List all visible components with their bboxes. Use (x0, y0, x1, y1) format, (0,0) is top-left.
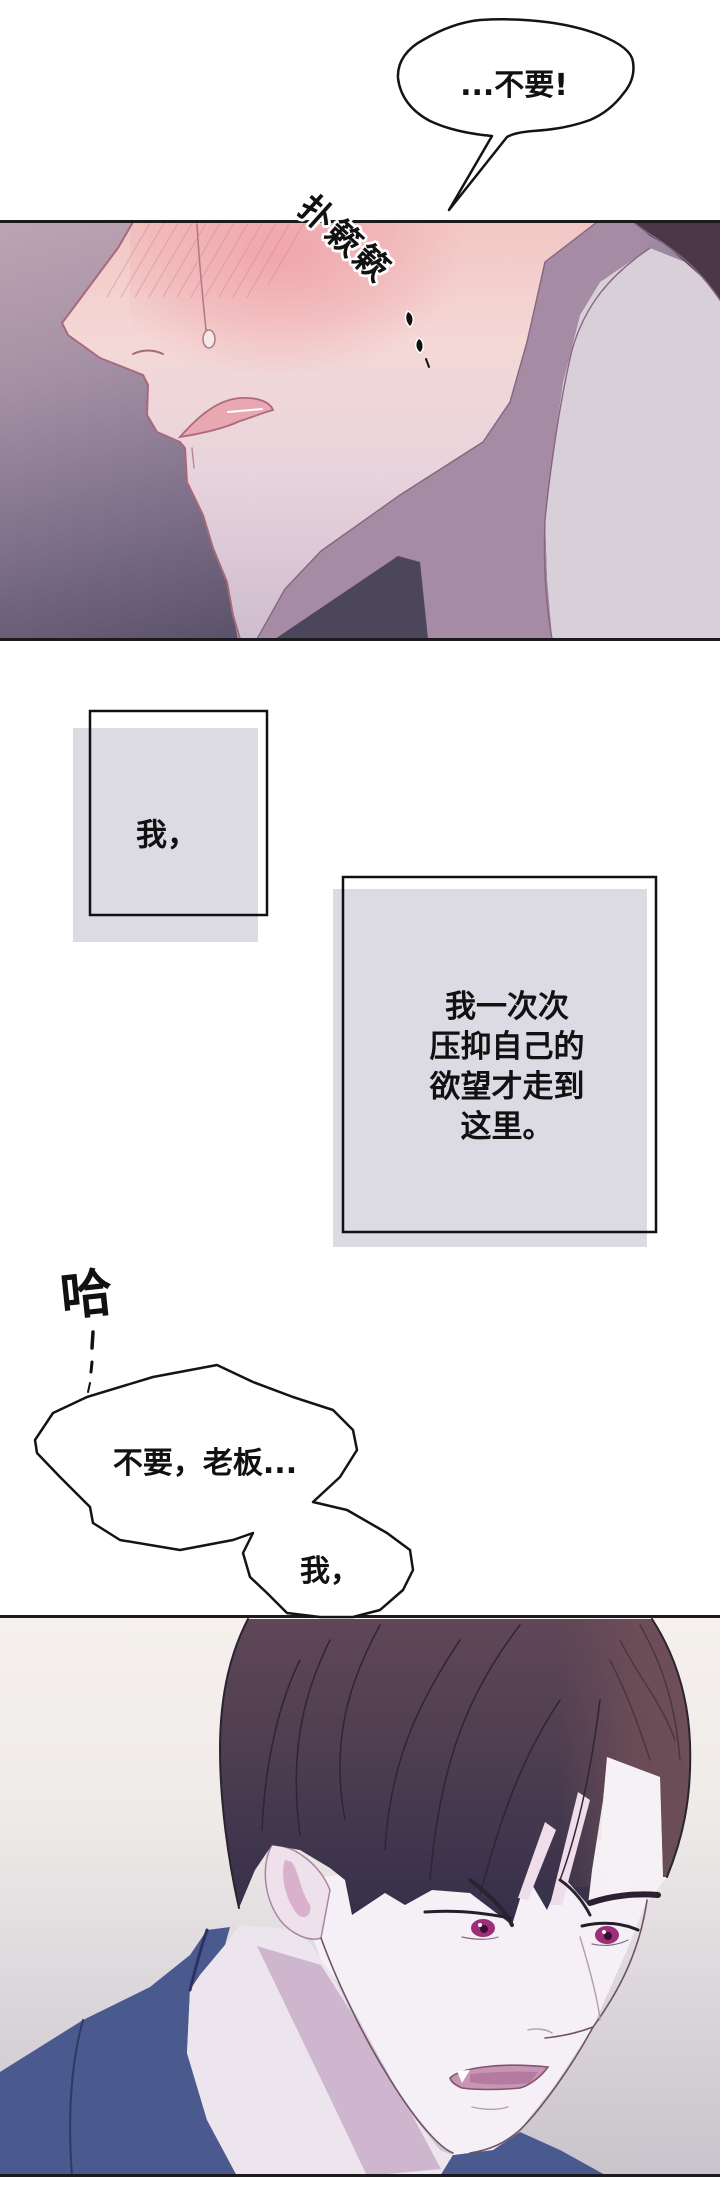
panel-2-bottom-border (0, 2174, 720, 2177)
caption-line: 我一次次 (445, 989, 569, 1025)
gasp-sound-effect: 哈 (57, 1262, 116, 1329)
left-eye-highlight (478, 1923, 482, 1927)
hair-strands (261, 1624, 681, 1896)
gasp-sfx-dashes (87, 1330, 95, 1393)
caption-large-text: 我一次次 压抑自己的 欲望才走到 这里。 (430, 987, 585, 1147)
hair-outline-right (651, 1618, 692, 1878)
face-profile-outline (61, 221, 241, 640)
chin-line (471, 2106, 509, 2110)
bang-tip-right (558, 1878, 592, 1917)
hair-outline-left (219, 1618, 249, 1909)
ear-inner (283, 1860, 311, 1917)
neck-shadow (257, 1946, 441, 2176)
forehead (600, 1757, 663, 1893)
caption-line: 压抑自己的 (429, 1029, 585, 1065)
bangs-gap-2 (518, 1822, 556, 1900)
tear-trail (196, 223, 207, 331)
left-eye-pupil (480, 1925, 488, 1933)
shirt-fold-line (69, 2019, 84, 2177)
teeth-highlight (227, 408, 263, 413)
caption-box-small (73, 709, 269, 942)
left-lower-eyelid (461, 1936, 499, 1940)
panel-1-collar (275, 556, 428, 639)
speech-bubble-top (396, 18, 635, 212)
right-eye-highlight (602, 1930, 606, 1934)
sfx-dash (89, 1360, 94, 1374)
rustle-sfx-marks (404, 310, 430, 368)
caption-small-fill (73, 728, 258, 942)
drool-line (191, 447, 195, 469)
panel-1-shoulder (545, 248, 720, 639)
bang-tip-left (468, 1878, 514, 1927)
face (300, 1830, 680, 2155)
nose-tip-line (527, 2028, 553, 2034)
shirt-collar-edge (188, 1928, 209, 1992)
panel-1-hair (633, 222, 720, 300)
speech-bubble-top-text: ...不要! (460, 68, 568, 103)
sfx-dash (87, 1382, 91, 1393)
nostril-line (132, 349, 164, 355)
speech-bubble-bottom-main-text: 不要，老板... (112, 1446, 298, 1481)
panel-1-top-border (0, 220, 720, 223)
caption-line: 欲望才走到 (429, 1069, 585, 1105)
speech-bubble-bottom (33, 1363, 415, 1619)
shirt-right (440, 2132, 607, 2176)
right-upper-eyelid (580, 1921, 640, 1932)
sfx-mark (415, 337, 424, 354)
tooth (457, 2070, 470, 2083)
left-upper-eyelid (423, 1909, 512, 1920)
caption-line: 这里。 (460, 1109, 554, 1145)
jaw-line (320, 1937, 454, 2154)
caption-large-fill (333, 889, 647, 1247)
speech-bubble-bottom-small-text: 我， (300, 1554, 360, 1589)
sfx-mark (404, 310, 414, 329)
shirt-left (0, 1927, 237, 2176)
shoulder-hair-edge (632, 221, 720, 301)
panel-2-top-border (0, 1615, 720, 1618)
caption-large-frame (341, 875, 658, 1234)
face-right-contour (469, 1899, 648, 2154)
tear-drop (202, 329, 216, 349)
caption-small-text: 我， (136, 817, 198, 854)
panel-1-neck-shadow (257, 222, 650, 639)
sfx-mark (425, 358, 430, 368)
blush-hatching (106, 222, 305, 298)
mouth-inner (470, 2071, 538, 2085)
panel-1-blush (130, 215, 460, 375)
nose-shadow-line (544, 2026, 594, 2039)
lips (177, 397, 275, 439)
right-eye-pupil (604, 1932, 612, 1940)
right-lower-eyelid (591, 1939, 629, 1946)
panel-1-bottom-border (0, 638, 720, 641)
caption-small-frame (88, 709, 269, 917)
cheek-line (579, 1936, 601, 2021)
sfx-dash (90, 1330, 95, 1350)
caption-box-large (333, 875, 658, 1247)
neck-shadow-edge-left (256, 221, 598, 640)
right-eyebrow (587, 1891, 661, 1906)
neck-shadow-edge-right (543, 247, 651, 640)
